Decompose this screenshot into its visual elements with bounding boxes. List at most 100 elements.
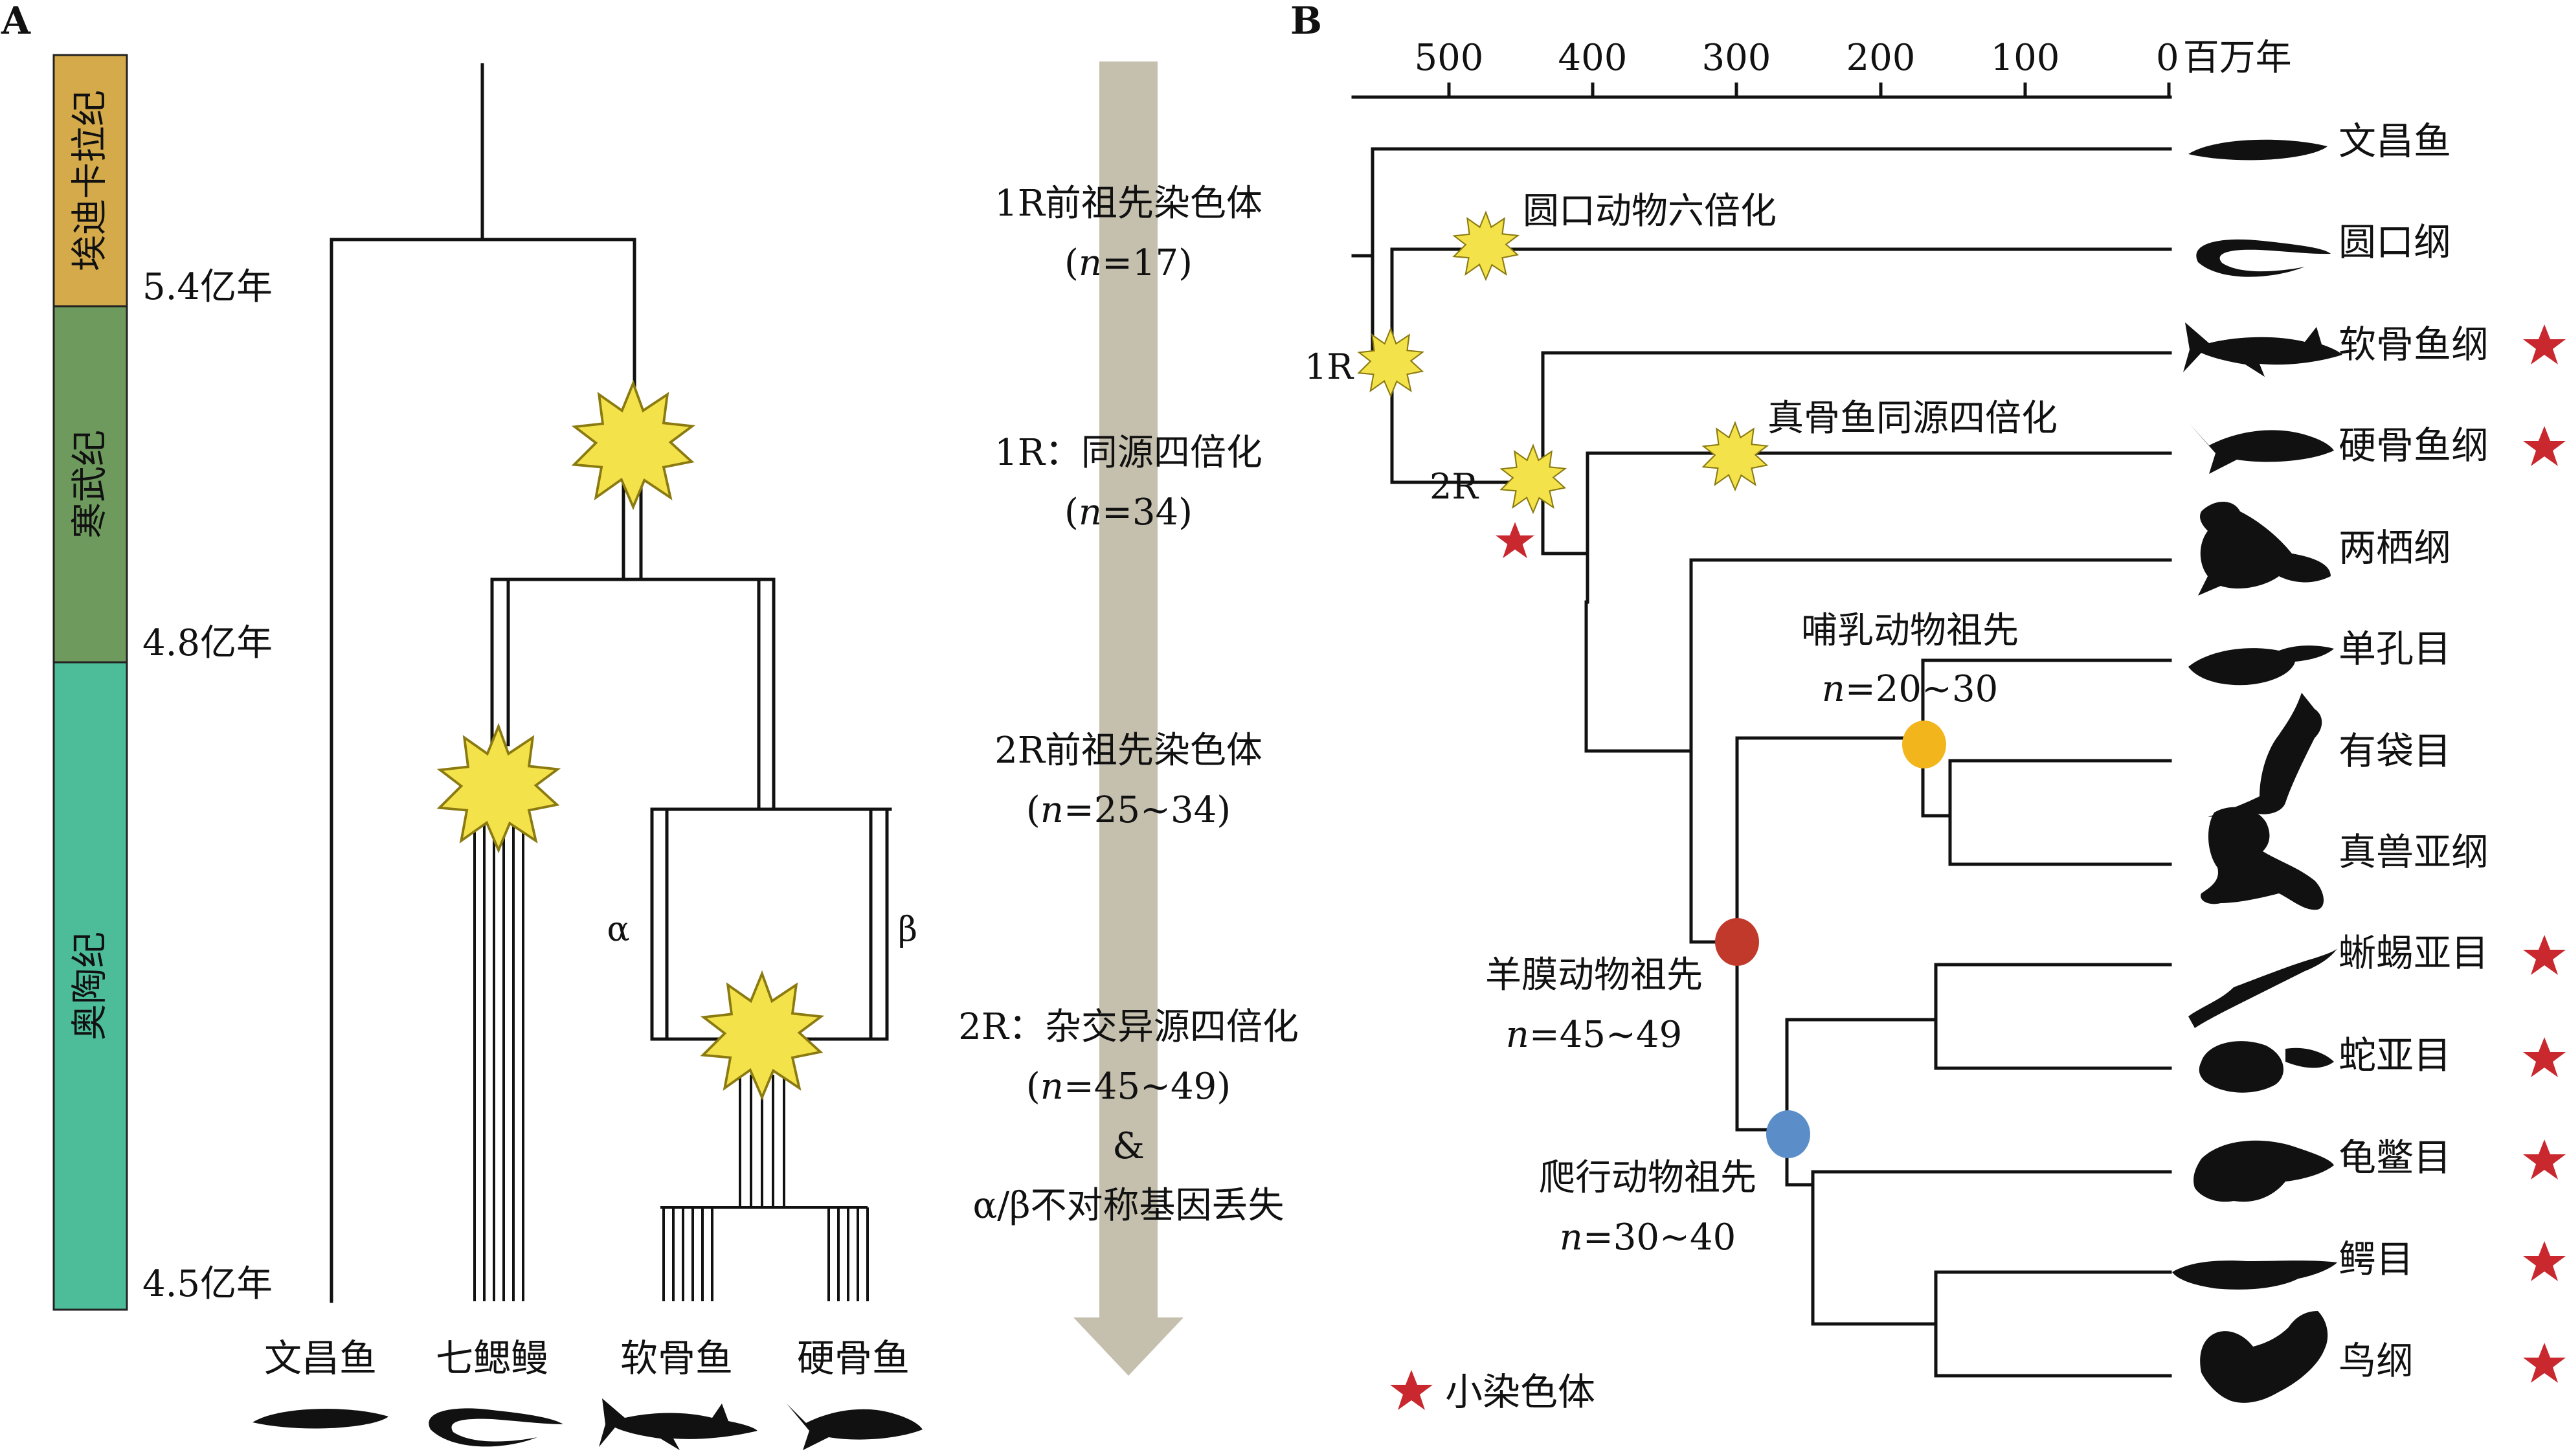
taxon-b-2: 软骨鱼纲: [2339, 322, 2489, 366]
red-star-icon: [2523, 426, 2566, 466]
panel-a-letter: A: [1, 0, 31, 43]
panel-b-silhouettes: [2172, 139, 2342, 1403]
taxon-b-4: 两栖纲: [2339, 526, 2451, 570]
rooster-silhouette: [2200, 1311, 2328, 1403]
lamprey-silhouette: [429, 1408, 563, 1447]
baby-silhouette: [2201, 807, 2324, 910]
mammal-ancestor-label: 哺乳动物祖先: [1801, 610, 2019, 652]
taxon-b-12: 鸟纲: [2339, 1339, 2414, 1383]
lancelet-silhouette: [252, 1409, 388, 1429]
taxon-b-6: 有袋目: [2339, 729, 2451, 773]
panel-b-taxa: 文昌鱼 圆口纲 软骨鱼纲 硬骨鱼纲 两栖纲 单孔目 有袋目 真兽亚纲 蜥蜴亚目 …: [2339, 119, 2489, 1383]
alpha-label: α: [607, 910, 629, 949]
event-4-loss: α/β不对称基因丢失: [972, 1185, 1284, 1227]
taxon-a-bonyfish: 硬骨鱼: [797, 1336, 910, 1380]
event-4-ampersand: &: [1112, 1125, 1145, 1167]
event-1-n: (n=17): [1064, 242, 1193, 284]
taxon-b-5: 单孔目: [2339, 627, 2451, 671]
amniote-ancestor-label: 羊膜动物祖先: [1485, 954, 1703, 996]
event-annotations: 1R前祖先染色体 (n=17) 1R：同源四倍化 (n=34) 2R前祖先染色体…: [958, 183, 1299, 1227]
chondrichthyes-lineages: [662, 1207, 713, 1301]
axis-tick-300: 300: [1702, 37, 1771, 79]
event-2-n: (n=34): [1064, 491, 1193, 533]
label-1r: 1R: [1305, 346, 1354, 387]
event-4-n: (n=45~49): [1026, 1066, 1231, 1108]
taxon-b-9: 蛇亚目: [2339, 1033, 2451, 1077]
mammal-ancestor-n: n=20~30: [1822, 668, 1998, 710]
wgd-burst-teleost: [1702, 421, 1768, 491]
lamprey-lineages: [473, 809, 524, 1301]
panel-b-letter: B: [1290, 0, 1322, 43]
period-cambrian: [52, 305, 128, 664]
microchromosome-star-2r: [1496, 522, 1534, 559]
event-3-title: 2R前祖先染色体: [994, 730, 1262, 772]
reptile-ancestor-label: 爬行动物祖先: [1539, 1157, 1756, 1199]
beta-label: β: [898, 910, 917, 949]
red-star-icon: [2523, 1241, 2566, 1281]
panel-a-taxa: 文昌鱼 七鳃鳗 软骨鱼 硬骨鱼: [252, 1336, 923, 1450]
wgd-burst-2r: [701, 972, 823, 1099]
platypus-silhouette: [2188, 645, 2334, 686]
axis-tick-100: 100: [1991, 37, 2060, 79]
panel-a-tree: α β: [330, 63, 917, 1303]
taxon-b-7: 真兽亚纲: [2339, 830, 2489, 874]
taxon-a-amphioxus: 文昌鱼: [264, 1336, 377, 1380]
wgd-burst-cyclostome: [1453, 211, 1519, 280]
snake-silhouette: [2199, 1041, 2334, 1093]
taxon-b-1: 圆口纲: [2339, 220, 2451, 264]
taxon-b-3: 硬骨鱼纲: [2339, 423, 2489, 467]
osteichthyes-lineages: [827, 1207, 869, 1301]
kangaroo-silhouette: [2208, 693, 2322, 817]
lancelet-silhouette: [2188, 139, 2328, 161]
taxon-b-8: 蜥蜴亚目: [2339, 931, 2489, 975]
axis-tick-200: 200: [1846, 37, 1916, 79]
period-ediacaran: [52, 54, 128, 308]
shark-silhouette: [599, 1398, 757, 1450]
label-teleost-wgd: 真骨鱼同源四倍化: [1767, 398, 2058, 440]
turtle-silhouette: [2193, 1140, 2334, 1202]
time-label-540: 5.4亿年: [142, 266, 273, 308]
label-cyclostome-hexaploidy: 圆口动物六倍化: [1523, 190, 1777, 232]
period-ordovician: [52, 661, 128, 1311]
bony-fish-silhouette: [787, 1404, 923, 1450]
taxon-b-11: 鳄目: [2339, 1237, 2414, 1281]
red-star-icon: [2523, 1139, 2566, 1180]
taxon-b-0: 文昌鱼: [2339, 119, 2451, 163]
axis-tick-500: 500: [1415, 37, 1484, 79]
event-2-title: 1R：同源四倍化: [994, 432, 1262, 474]
period-label-ediacaran: 埃迪卡拉纪: [69, 90, 111, 271]
crocodile-silhouette: [2172, 1260, 2337, 1290]
red-star-icon: [2523, 935, 2566, 975]
legend-label: 小染色体: [1445, 1370, 1595, 1414]
period-label-cambrian: 寒武纪: [69, 430, 111, 539]
panel-a: A 埃迪卡拉纪 寒武纪 奥陶纪 5.4亿年 4.8亿年 4.5亿年: [1, 0, 1299, 1450]
reptile-ancestor-n: n=30~40: [1560, 1216, 1736, 1259]
shark-silhouette: [2183, 322, 2342, 377]
red-star-icon: [2523, 324, 2566, 364]
wgd-burst-lamprey: [438, 725, 559, 851]
mammal-ancestor-node: [1902, 721, 1946, 768]
axis-tick-400: 400: [1558, 37, 1628, 79]
legend-star-icon: [1390, 1370, 1433, 1410]
amniote-ancestor-node: [1715, 918, 1759, 966]
red-star-icon: [2523, 1037, 2566, 1077]
lizard-silhouette: [2188, 948, 2337, 1028]
amniote-ancestor-n: n=45~49: [1506, 1014, 1682, 1056]
reptile-ancestor-node: [1766, 1110, 1810, 1158]
event-3-n: (n=25~34): [1026, 789, 1231, 831]
legend: 小染色体: [1390, 1370, 1595, 1414]
time-arrow: [1073, 62, 1184, 1376]
time-label-480: 4.8亿年: [142, 622, 273, 664]
taxon-a-lamprey: 七鳃鳗: [436, 1336, 548, 1380]
event-4-title: 2R：杂交异源四倍化: [958, 1006, 1299, 1048]
event-1-title: 1R前祖先染色体: [994, 183, 1262, 225]
lamprey-silhouette: [2196, 239, 2331, 277]
geologic-timescale: 埃迪卡拉纪 寒武纪 奥陶纪 5.4亿年 4.8亿年 4.5亿年: [52, 54, 273, 1311]
period-label-ordovician: 奥陶纪: [69, 932, 111, 1040]
label-2r: 2R: [1430, 466, 1479, 507]
microchromosome-stars: [2523, 324, 2566, 1383]
